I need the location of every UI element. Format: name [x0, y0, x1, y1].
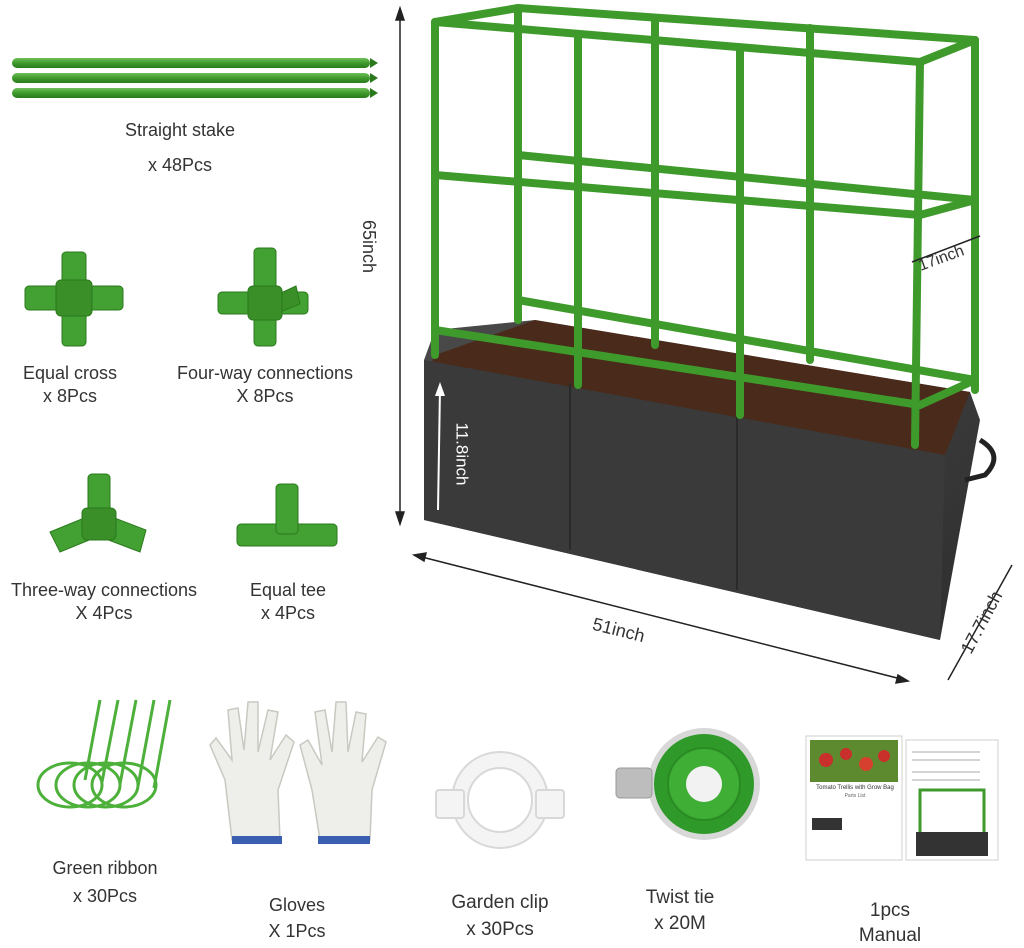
four-way-connector-icon: [217, 247, 309, 347]
gloves-name: Gloves: [268, 895, 326, 915]
four-way-qty: X 8Pcs: [236, 386, 294, 406]
gloves-icon: [209, 701, 387, 844]
gloves-qty: X 1Pcs: [268, 921, 326, 941]
equal-cross-qty: x 8Pcs: [42, 386, 98, 406]
four-way-name: Four-way connections: [176, 363, 354, 383]
equal-tee-icon: [236, 483, 338, 547]
manual-name: Manual: [858, 925, 922, 946]
three-way-connector-icon: [49, 473, 147, 553]
manual-cover-subtitle: Parts List: [845, 793, 866, 799]
manual-cover-title: Tomato Trellis with Grow Bag: [816, 785, 894, 791]
manual-icon: [805, 735, 999, 861]
twist-tie-name: Twist tie: [645, 887, 715, 908]
straight-stake-name: Straight stake: [124, 120, 236, 140]
manual-qty: 1pcs: [869, 900, 911, 921]
three-way-name: Three-way connections: [10, 580, 198, 600]
raised-garden-bed: [424, 320, 997, 640]
straight-stake-icon: [12, 58, 378, 98]
green-ribbon-qty: x 30Pcs: [72, 886, 138, 906]
dimension-lines: [394, 5, 1013, 684]
equal-tee-qty: x 4Pcs: [260, 603, 316, 623]
garden-clip-qty: x 30Pcs: [466, 919, 534, 940]
trellis-frame: [431, 4, 979, 449]
equal-tee-name: Equal tee: [249, 580, 327, 600]
equal-cross-icon: [24, 251, 124, 347]
green-ribbon-name: Green ribbon: [52, 858, 158, 878]
bed-height-dimension: 11.8inch: [452, 422, 472, 486]
equal-cross-name: Equal cross: [22, 363, 118, 383]
height-dimension: 65inch: [359, 219, 380, 274]
garden-clip-icon: [435, 751, 565, 849]
twist-tie-icon: [615, 728, 760, 840]
three-way-qty: X 4Pcs: [75, 603, 133, 623]
twist-tie-qty: x 20M: [654, 913, 706, 934]
garden-clip-name: Garden clip: [451, 892, 549, 913]
straight-stake-qty: x 48Pcs: [147, 155, 213, 175]
green-ribbon-icon: [36, 699, 172, 809]
